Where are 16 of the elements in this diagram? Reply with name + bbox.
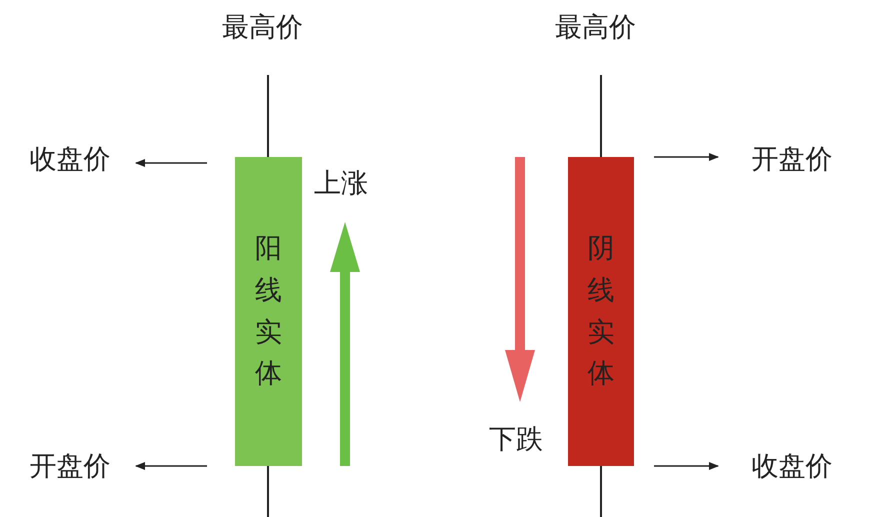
- leader-arrow: [135, 159, 207, 167]
- fall-label: 下跌: [489, 424, 543, 456]
- leader-arrow: [654, 462, 719, 470]
- high-price-label: 最高价: [555, 12, 636, 44]
- high-price-label: 最高价: [222, 12, 303, 44]
- price-label: 开盘价: [752, 144, 832, 176]
- price-label: 收盘价: [30, 144, 110, 176]
- rise-label: 上涨: [314, 168, 368, 200]
- candle-body: [568, 157, 634, 466]
- price-label: 收盘价: [752, 450, 832, 484]
- leader-arrow: [135, 462, 207, 470]
- body-label: 阴线实体: [586, 232, 616, 392]
- price-label: 开盘价: [30, 450, 110, 484]
- leader-arrow: [654, 153, 719, 161]
- candle-body: [235, 157, 302, 466]
- body-label: 阳线实体: [254, 232, 283, 392]
